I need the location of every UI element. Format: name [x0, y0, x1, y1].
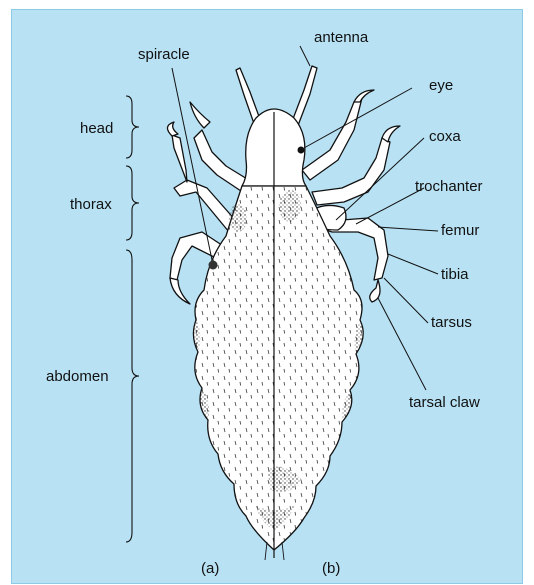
abdomen-brace [126, 250, 139, 542]
spiracle-mark [209, 261, 218, 270]
label-antenna: antenna [314, 29, 369, 46]
label-panel-b: (b) [322, 560, 340, 577]
label-thorax: thorax [70, 196, 112, 213]
label-eye: eye [429, 77, 453, 94]
eye-mark [298, 147, 305, 154]
label-tarsus: tarsus [431, 314, 472, 331]
label-abdomen: abdomen [46, 368, 109, 385]
louse-illustration: spiracle antenna eye head coxa thorax tr… [12, 10, 524, 585]
diagram-panel: spiracle antenna eye head coxa thorax tr… [11, 9, 523, 584]
louse-body [167, 66, 400, 560]
label-head: head [80, 120, 113, 137]
thorax-brace [126, 166, 139, 240]
head-brace [126, 96, 139, 158]
label-spiracle: spiracle [138, 46, 190, 63]
label-tibia: tibia [441, 266, 469, 283]
label-coxa: coxa [429, 128, 461, 145]
label-tarsal-claw: tarsal claw [409, 394, 480, 411]
region-braces [126, 96, 139, 542]
label-trochanter: trochanter [415, 178, 483, 195]
label-panel-a: (a) [201, 560, 219, 577]
label-femur: femur [441, 222, 479, 239]
